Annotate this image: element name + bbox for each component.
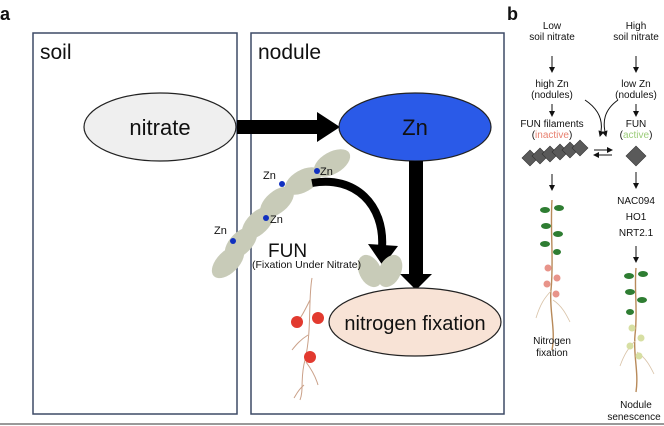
zn-marker-label: Zn [320,166,333,178]
fun-sublabel: (Fixation Under Nitrate) [252,259,361,271]
left-header-line1: Low [543,21,562,32]
right-outcome-line2: senescence [607,412,661,423]
fun-filament-inactive-icon [521,139,589,167]
fun-transition-arrow-head [368,244,398,266]
left-fun-inactive: inactive [535,130,569,141]
fun-transition-arrow [311,177,387,249]
nitrate-to-zn-arrow-head [317,112,340,142]
nitrate-ellipse [83,92,237,162]
nitrate-to-zn-arrow-shaft [237,120,319,134]
nitrogen-fixation-label: nitrogen fixation [344,313,485,335]
gene-nrt2-1: NRT2.1 [619,228,654,239]
zn-marker-label: Zn [214,225,227,237]
fun-active-monomer [377,254,403,288]
zn-marker-dot [314,168,320,174]
soil-box-label: soil [40,41,72,64]
right-header-line1: High [626,21,647,32]
zn-label: Zn [402,115,428,140]
left-header-line2: soil nitrate [529,32,575,43]
nodule-icon [291,316,303,328]
zn-marker-dot [279,181,285,187]
left-fun-state-prefix: FUN filaments [520,119,583,130]
gene-nac094: NAC094 [617,196,655,207]
fun-label: FUN [268,241,307,262]
nitrate-label: nitrate [129,115,190,140]
soil-box [32,32,238,415]
zn-marker-label: Zn [263,170,276,182]
fun-active-icon [625,145,647,167]
right-zn-state-line1: low Zn [621,79,650,90]
left-fun-paren: (inactive) [532,130,573,141]
zn-to-fixation-arrow-shaft [409,161,423,276]
root-with-nodules [291,277,319,401]
right-fun-state: FUN [626,119,647,130]
right-header-line2: soil nitrate [613,32,659,43]
left-outcome-line1: Nitrogen [533,336,571,347]
left-zn-state-line1: high Zn [535,79,568,90]
right-zn-state-line2: (nodules) [615,90,657,101]
nodule-icon [312,312,324,324]
zn-marker-dot [230,238,236,244]
zn-marker-dot [263,215,269,221]
right-plant-illustration [619,267,655,393]
left-zn-state-line2: (nodules) [531,90,573,101]
zn-marker-label: Zn [270,214,283,226]
right-fun-active: active [623,130,650,141]
nitrogen-fixation-ellipse [328,287,502,357]
left-plant-illustration [535,199,571,351]
nodule-box-label: nodule [258,41,321,64]
panel-a-label: a [0,4,11,24]
left-outcome-line2: fixation [536,348,568,359]
right-outcome-line1: Nodule [620,400,652,411]
fun-filament [211,149,351,279]
left-fun-state: FUN filaments [520,119,583,130]
cross-arrow-left [584,99,605,137]
fun-active-monomer [357,254,383,288]
gene-ho1: HO1 [626,212,647,223]
panel-b-label: b [507,4,518,24]
nodule-icon [304,351,316,363]
zn-to-fixation-arrow-head [400,274,432,290]
cross-arrow-right [601,99,619,137]
right-fun-state-prefix: FUN [626,119,647,130]
right-fun-paren: (active) [620,130,653,141]
